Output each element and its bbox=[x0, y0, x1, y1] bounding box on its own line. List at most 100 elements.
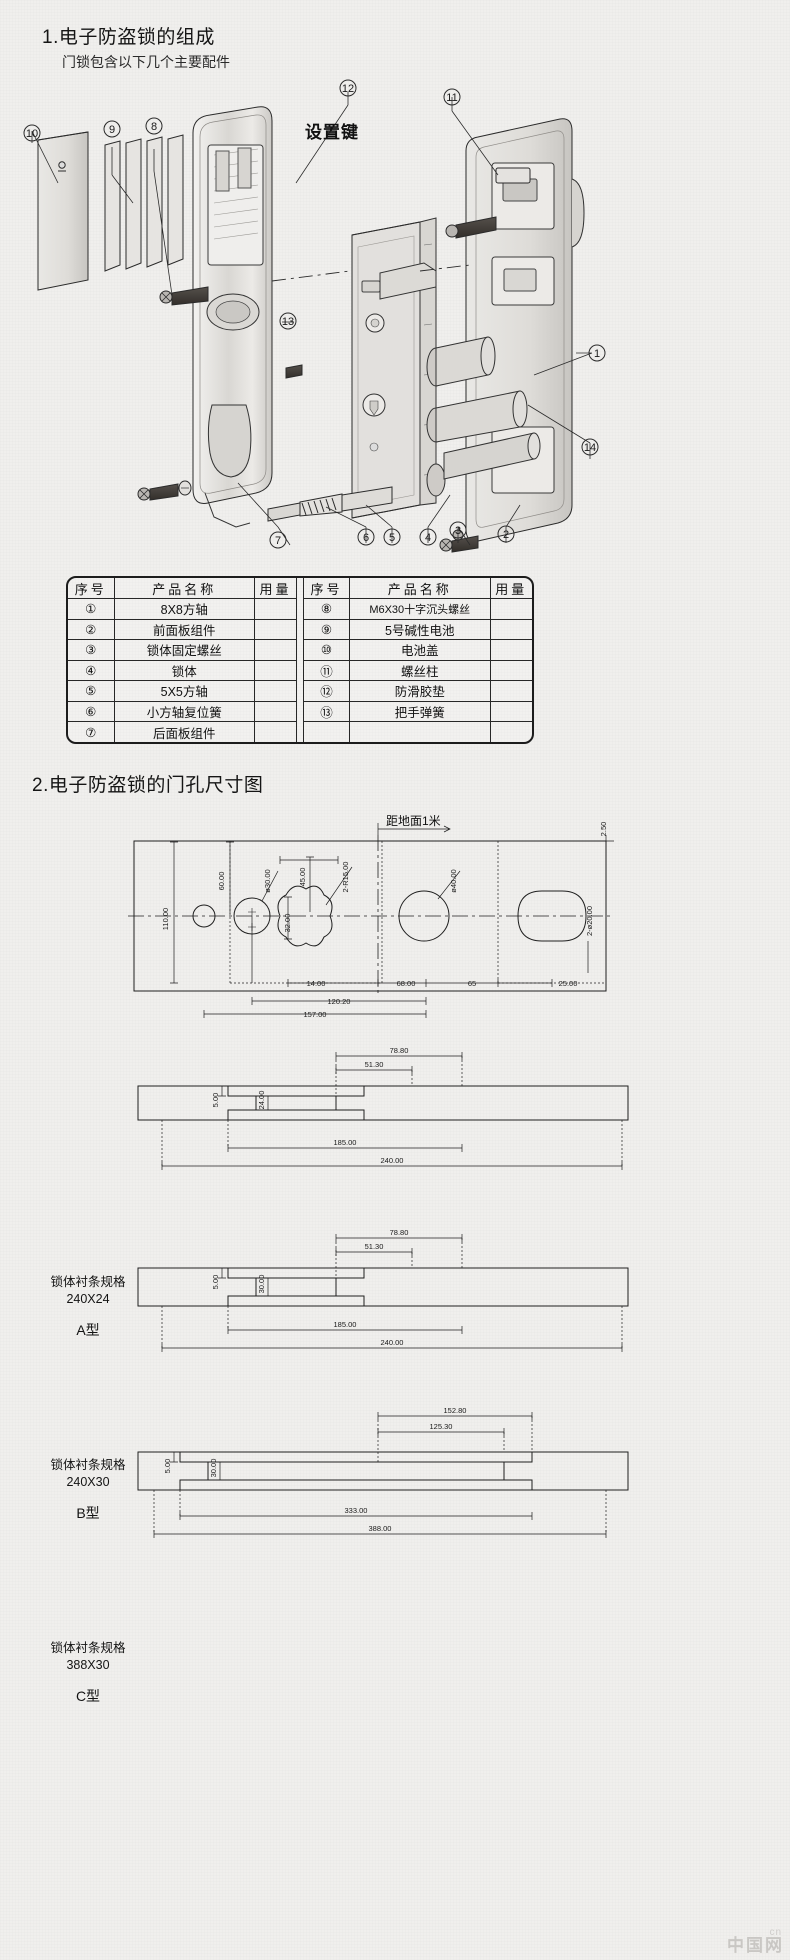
part-qty bbox=[489, 598, 532, 620]
part-qty bbox=[489, 639, 532, 661]
part-rear-panel-assembly bbox=[192, 106, 273, 528]
part-lock-body bbox=[351, 217, 437, 519]
strip-a-title-line2: 240X24 bbox=[66, 1291, 110, 1306]
part-name: M6X30十字沉头螺丝 bbox=[349, 598, 491, 620]
part-bottom-left-screw bbox=[137, 480, 192, 501]
strip-b-dim-240: 240.00 bbox=[381, 1338, 404, 1347]
part-no: ⑬ bbox=[303, 700, 350, 722]
part-qty bbox=[489, 618, 532, 640]
strip-b-dim-185: 185.00 bbox=[334, 1320, 357, 1329]
table-row: ⑤ 5X5方轴 ⑫ 防滑胶垫 bbox=[68, 680, 532, 702]
part-m6x30-screw bbox=[159, 286, 209, 306]
part-name: 电池盖 bbox=[349, 639, 491, 661]
strip-a-title: 锁体衬条规格 240X24 bbox=[22, 1274, 154, 1308]
part-qty bbox=[254, 618, 297, 640]
part-no: ⑥ bbox=[68, 700, 115, 722]
svg-text:1: 1 bbox=[594, 348, 600, 360]
part-name: 锁体固定螺丝 bbox=[113, 639, 255, 661]
part-qty bbox=[254, 639, 297, 661]
strip-b-title-line1: 锁体衬条规格 bbox=[50, 1458, 126, 1472]
part-name: 5号碱性电池 bbox=[349, 618, 491, 640]
door-hole-dimension-drawing: 110.00 60.00 ø30.00 45.00 32.00 2-R15.00… bbox=[120, 815, 620, 1020]
strip-a-dim-inner: 24.00 bbox=[257, 1091, 266, 1110]
dim-12020: 120.20 bbox=[328, 997, 351, 1006]
part-qty bbox=[254, 700, 297, 722]
parts-list-table: 序号 产品名称 用量 序号 产品名称 用量 ① 8X8方轴 ⑧ M6X30十字沉… bbox=[66, 576, 534, 746]
part-no: ⑨ bbox=[303, 618, 350, 640]
strip-a-drawing: 78.80 51.30 5.00 24.00 185.00 240.00 bbox=[132, 1040, 652, 1185]
dim-32: 32.00 bbox=[283, 914, 292, 933]
svg-text:10: 10 bbox=[26, 128, 38, 140]
table-gap bbox=[296, 578, 304, 599]
section-2-title: 2.电子防盗锁的门孔尺寸图 bbox=[32, 775, 264, 796]
part-batteries bbox=[104, 134, 184, 272]
set-key-label: 设置键 bbox=[305, 123, 359, 142]
table-row: ② 前面板组件 ⑨ 5号碱性电池 bbox=[68, 618, 532, 640]
part-anti-slip-pad bbox=[495, 167, 531, 184]
watermark-text: 中国网 bbox=[727, 1936, 784, 1955]
svg-text:8: 8 bbox=[151, 121, 157, 133]
strip-b-dim-thickness: 5.00 bbox=[211, 1275, 220, 1290]
part-qty bbox=[489, 680, 532, 702]
svg-text:4: 4 bbox=[425, 532, 431, 544]
part-qty bbox=[489, 659, 532, 681]
part-name: 5X5方轴 bbox=[113, 680, 255, 702]
strip-b-drawing: 78.80 51.30 5.00 30.00 185.00 240.00 bbox=[132, 1222, 652, 1367]
svg-text:3: 3 bbox=[455, 525, 461, 537]
part-name: 螺丝柱 bbox=[349, 659, 491, 681]
dim-14: 14.00 bbox=[307, 979, 326, 988]
strip-c-title: 锁体衬条规格 388X30 bbox=[22, 1640, 154, 1674]
part-no: ① bbox=[68, 598, 115, 620]
table-gap bbox=[296, 660, 304, 681]
part-no: ⑩ bbox=[303, 639, 350, 661]
distance-note: 距地面1米 bbox=[386, 815, 441, 828]
part-name: 锁体 bbox=[113, 659, 255, 681]
svg-text:2: 2 bbox=[503, 529, 509, 541]
strip-b-title: 锁体衬条规格 240X30 bbox=[22, 1457, 154, 1491]
svg-text:9: 9 bbox=[109, 124, 115, 136]
strip-a-title-line1: 锁体衬条规格 bbox=[50, 1275, 126, 1289]
strip-c-drawing: 152.80 125.30 5.00 30.00 333.00 388.00 bbox=[132, 1400, 652, 1555]
table-gap bbox=[296, 598, 304, 619]
strip-a-dim-5130: 51.30 bbox=[365, 1060, 384, 1069]
strip-c-dim-thickness: 5.00 bbox=[163, 1459, 172, 1474]
table-gap bbox=[296, 619, 304, 640]
strip-c-dim-inner: 30.00 bbox=[209, 1459, 218, 1478]
strip-b-dim-inner: 30.00 bbox=[257, 1275, 266, 1294]
strip-c-dim-15280: 152.80 bbox=[444, 1406, 467, 1415]
strip-c-dim-333: 333.00 bbox=[345, 1506, 368, 1515]
dim-r15: 2-R15.00 bbox=[341, 862, 350, 893]
dim-45: 45.00 bbox=[298, 868, 307, 887]
table-row: ① 8X8方轴 ⑧ M6X30十字沉头螺丝 bbox=[68, 598, 532, 620]
part-no: ④ bbox=[68, 659, 115, 681]
part-no: ③ bbox=[68, 639, 115, 661]
part-name: 防滑胶垫 bbox=[349, 680, 491, 702]
dim-110: 110.00 bbox=[161, 908, 170, 930]
exploded-assembly-diagram: 10 9 8 12 11 13 7 6 5 4 3 2 1 14 bbox=[0, 75, 790, 565]
watermark-sub: cn bbox=[769, 1927, 782, 1938]
svg-text:14: 14 bbox=[584, 442, 596, 454]
part-qty bbox=[254, 598, 297, 620]
table-row: ④ 锁体 ⑪ 螺丝柱 bbox=[68, 659, 532, 681]
svg-text:6: 6 bbox=[363, 532, 369, 544]
part-no: ⑤ bbox=[68, 680, 115, 702]
part-qty bbox=[489, 700, 532, 722]
part-handle-spring bbox=[285, 364, 303, 379]
dim-60: 60.00 bbox=[217, 872, 226, 891]
part-battery-cover bbox=[37, 131, 89, 291]
table-header-row: 序号 产品名称 用量 序号 产品名称 用量 bbox=[68, 578, 532, 599]
dim-65: 65 bbox=[468, 979, 476, 988]
strip-c-dim-12530: 125.30 bbox=[430, 1422, 453, 1431]
table-gap bbox=[296, 680, 304, 701]
svg-text:11: 11 bbox=[446, 92, 457, 104]
part-qty bbox=[254, 721, 297, 742]
strip-c-title-line2: 388X30 bbox=[66, 1657, 110, 1672]
header-qty-right: 用量 bbox=[489, 578, 532, 599]
part-no: ⑪ bbox=[303, 659, 350, 681]
strip-a-dim-thickness: 5.00 bbox=[211, 1093, 220, 1108]
table-gap bbox=[296, 701, 304, 722]
strip-a-dim-185: 185.00 bbox=[334, 1138, 357, 1147]
header-no-right: 序号 bbox=[303, 578, 350, 599]
part-lock-fixing-screws bbox=[439, 529, 479, 553]
